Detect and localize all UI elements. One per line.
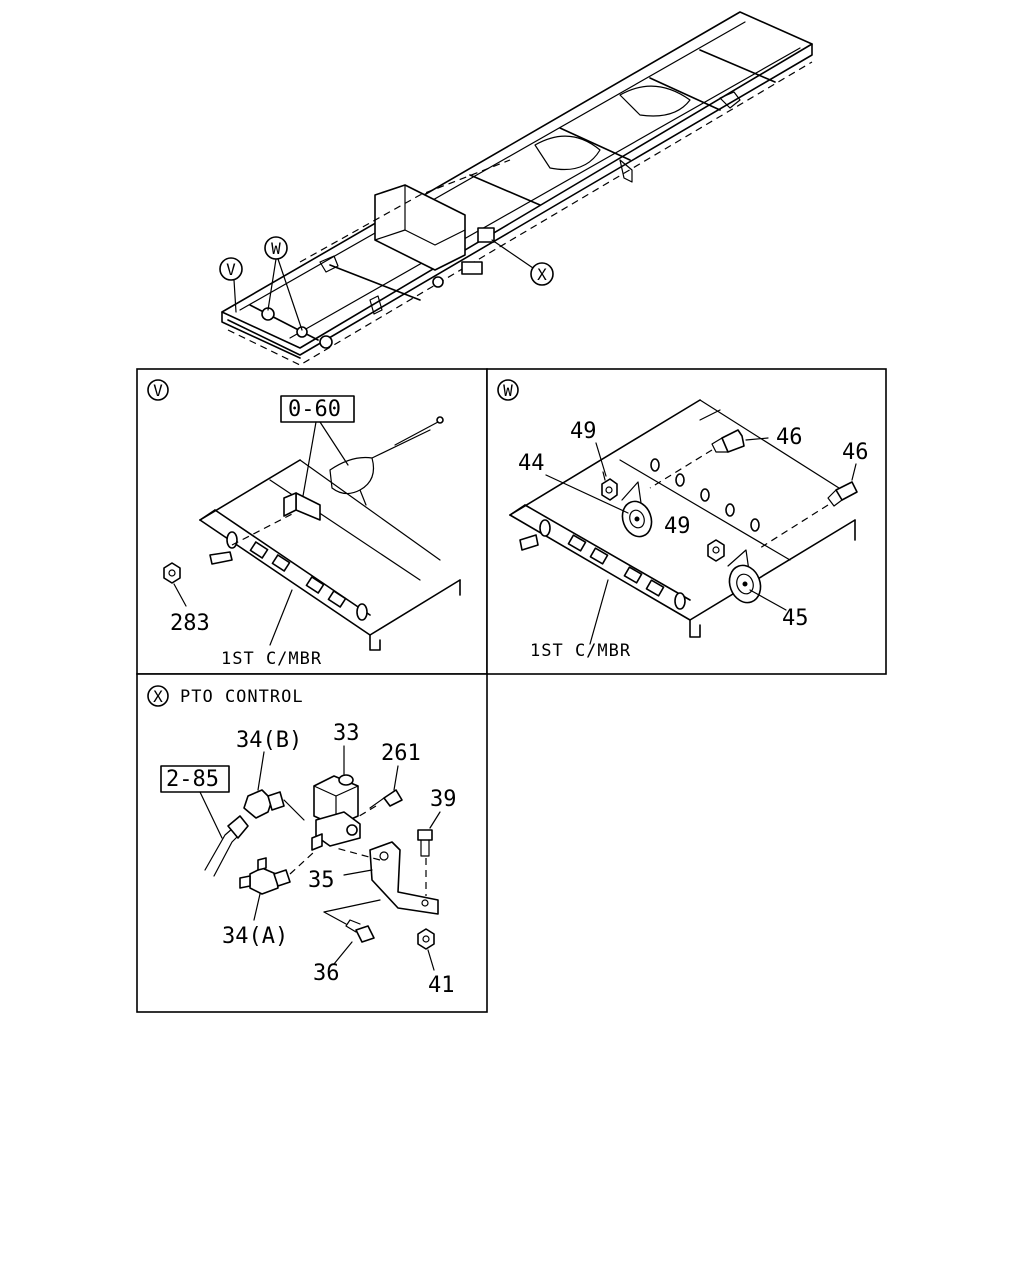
svg-text:W: W xyxy=(503,381,513,400)
callout-w: W xyxy=(264,236,303,331)
svg-text:2-85: 2-85 xyxy=(166,767,219,792)
panel-w-member-callout: 1ST C/MBR xyxy=(530,579,631,661)
svg-text:V: V xyxy=(153,381,163,400)
part-46a-label: 46 xyxy=(776,425,803,450)
panel-w-marker: W xyxy=(497,379,519,401)
panel-v-crossmember xyxy=(199,459,461,651)
part-44-label: 44 xyxy=(518,451,545,476)
part-283-label: 283 xyxy=(170,611,210,636)
part-44-callout: 44 xyxy=(518,451,629,514)
panel-w-crossmember xyxy=(509,399,856,638)
horn-45 xyxy=(727,549,762,604)
callout-v-label: V xyxy=(226,260,236,279)
panel-w-member-label: 1ST C/MBR xyxy=(530,641,631,661)
part-33-label: 33 xyxy=(333,721,360,746)
part-46a: 46 xyxy=(649,425,803,489)
panel-v-marker: V xyxy=(147,379,169,401)
part-41-label: 41 xyxy=(428,973,455,998)
callout-x: X xyxy=(491,239,554,286)
part-41: 41 xyxy=(417,928,455,998)
horn-44 xyxy=(621,481,653,538)
ref-box-0-60: 0-60 xyxy=(280,395,355,497)
part-36: 36 xyxy=(313,899,381,986)
part-34a: 34(A) xyxy=(222,851,315,949)
part-34a-label: 34(A) xyxy=(222,924,288,949)
callout-w-label: W xyxy=(271,239,281,258)
part-39-label: 39 xyxy=(430,787,457,812)
part-49b-label: 49 xyxy=(664,514,691,539)
part-45-callout: 45 xyxy=(749,589,809,631)
part-283: 283 xyxy=(163,562,210,636)
part-36-label: 36 xyxy=(313,961,340,986)
part-34b: 34(B) xyxy=(236,728,305,821)
part-49a-label: 49 xyxy=(570,419,597,444)
part-34b-label: 34(B) xyxy=(236,728,302,753)
part-35-label: 35 xyxy=(308,868,335,893)
part-46b-label: 46 xyxy=(842,440,869,465)
panel-x-title: PTO CONTROL xyxy=(180,687,304,707)
panel-v-bracket-and-cable xyxy=(231,416,444,546)
part-35-bracket: 35 xyxy=(308,841,439,915)
part-49b: 49 xyxy=(664,514,725,562)
svg-text:0-60: 0-60 xyxy=(288,397,341,422)
callout-x-label: X xyxy=(537,265,547,284)
part-49a: 49 xyxy=(570,419,618,501)
part-261: 261 xyxy=(355,741,421,819)
panel-v-member-callout: 1ST C/MBR xyxy=(221,589,322,669)
part-33-solenoid: 33 xyxy=(311,721,361,851)
panel-v-member-label: 1ST C/MBR xyxy=(221,649,322,669)
callout-v: V xyxy=(219,257,243,313)
part-261-label: 261 xyxy=(381,741,421,766)
part-39: 39 xyxy=(417,787,457,896)
ref-box-2-85: 2-85 xyxy=(160,765,230,839)
part-45-label: 45 xyxy=(782,606,809,631)
panel-x-marker: X xyxy=(147,685,169,707)
svg-text:X: X xyxy=(153,687,163,706)
part-46b: 46 xyxy=(759,440,869,549)
hose-connector xyxy=(204,815,249,877)
chassis-frame-overview xyxy=(221,11,813,366)
